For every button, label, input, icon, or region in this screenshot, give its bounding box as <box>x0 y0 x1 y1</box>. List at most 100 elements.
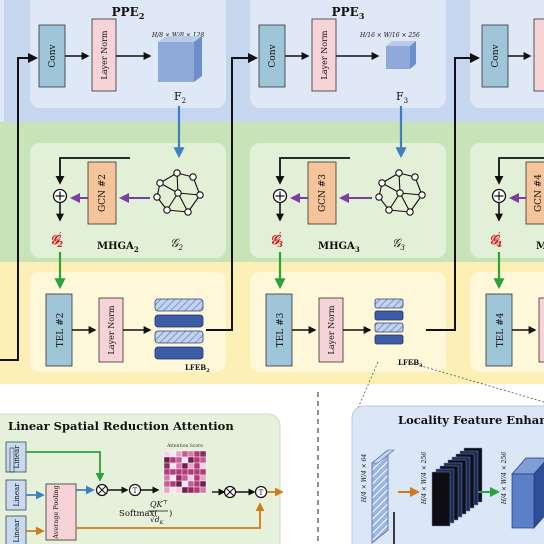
transpose-icon-2 <box>254 485 268 499</box>
zoom-guide-left <box>357 361 379 409</box>
lfe-dims-1: H/4 × W/4 × 64 <box>361 454 368 504</box>
attention-cell <box>187 456 195 464</box>
attention-cell <box>181 462 189 470</box>
attention-cell <box>175 486 183 494</box>
lfeb-feature-stack <box>374 298 404 345</box>
feature-tensor-cube <box>386 41 416 69</box>
average-pooling-label: Average Pooling <box>52 485 60 539</box>
ppe3-title: PPE3 <box>332 5 365 21</box>
layer-norm-block <box>91 18 117 92</box>
mhga4-module: GCN #4 𝒢′4 M <box>489 157 544 252</box>
attention-cell <box>187 486 195 494</box>
updated-graph-label: 𝒢′4 <box>489 230 502 249</box>
attention-cell <box>181 480 189 488</box>
stage2-to-stage3-connector <box>206 53 258 331</box>
attention-cell <box>163 456 171 464</box>
channel-slice <box>431 471 451 527</box>
attention-cell <box>169 480 177 488</box>
attention-cell <box>187 462 195 470</box>
lfe-input-tensor <box>371 449 395 544</box>
ppe3-module: PPE3 Conv Layer Norm H/16 × W/16 × 256 F… <box>258 5 420 105</box>
tel-block <box>265 293 293 367</box>
attention-cell <box>181 474 189 482</box>
conv-label: Conv <box>268 43 278 67</box>
linear-q-label: Linear <box>13 445 21 469</box>
attention-cell <box>175 480 183 488</box>
graph-icon <box>153 169 204 216</box>
ppe1-card-edge <box>0 0 4 122</box>
tel-label: TEL #2 <box>56 313 66 348</box>
svg-text:√dK: √dK <box>150 515 164 526</box>
attention-cell <box>169 450 177 458</box>
gcn-label: GCN #3 <box>318 174 328 212</box>
conv-label: Conv <box>48 43 58 67</box>
attention-cell <box>163 450 171 458</box>
residual-arrow <box>55 157 130 185</box>
mhga-label: MHGA3 <box>318 241 360 254</box>
feature-tensor-cube <box>158 36 202 82</box>
average-pooling-block <box>45 483 77 541</box>
transpose-icon-1 <box>128 483 142 497</box>
feature-label: F2 <box>174 90 186 105</box>
conv-label: Conv <box>491 43 501 67</box>
tel-layer-norm-block <box>98 297 124 363</box>
stage3-to-stage4-connector <box>426 53 480 331</box>
attention-cell <box>187 468 195 476</box>
tel-block <box>485 293 513 367</box>
input-connector <box>0 53 38 361</box>
attention-cell <box>163 474 171 482</box>
attention-cell <box>193 486 201 494</box>
attention-cell <box>193 462 201 470</box>
tensor-dims: H/8 × W/8 × 128 <box>151 32 204 39</box>
attention-cell <box>181 450 189 458</box>
lfe-dims-2: H/4 × W/4 × 256 <box>421 452 428 505</box>
svg-text:): ) <box>169 508 172 519</box>
value-arrow <box>76 502 265 529</box>
linear-q-block <box>5 441 27 473</box>
attention-cell <box>193 474 201 482</box>
lsra-panel: Linear Spatial Reduction Attention Linea… <box>0 413 284 544</box>
attention-cell <box>181 468 189 476</box>
lfe-title: Locality Feature Enhan <box>398 413 544 427</box>
lfe-dims-3: H/4 × W/4 × 256 <box>501 452 508 505</box>
mhga2-module: GCN #2 𝒢′2 MHGA2 𝒢2 <box>50 157 204 254</box>
mhga4-card <box>470 143 544 258</box>
attention-cell <box>175 462 183 470</box>
tel-layer-norm-block <box>318 297 344 363</box>
attention-cell <box>187 480 195 488</box>
conv-block <box>258 24 286 88</box>
graph-icon <box>375 169 426 216</box>
tel-label: TEL #4 <box>496 312 506 347</box>
layer-norm-label: Layer Norm <box>100 30 109 79</box>
tel-layer-norm-label: Layer Norm <box>327 305 336 354</box>
mhga-label: MHGA2 <box>97 241 139 254</box>
attention-cell <box>175 474 183 482</box>
query-arrow <box>26 451 105 482</box>
feature-label: F3 <box>396 90 408 105</box>
attention-cell <box>199 486 207 494</box>
lfe-panel: Locality Feature Enhan H/4 × W/4 × 64 H/… <box>351 405 544 544</box>
layer-norm-label: Layer Norm <box>320 30 329 79</box>
attention-cell <box>175 468 183 476</box>
tensor-dims: H/16 × W/16 × 256 <box>359 32 420 39</box>
attention-cell <box>181 486 189 494</box>
attention-cell <box>181 456 189 464</box>
attention-cell <box>169 456 177 464</box>
gcn-label: GCN #4 <box>534 174 544 212</box>
lfeb-feature-stack <box>154 298 204 360</box>
lsra-card <box>0 413 281 544</box>
attention-cell <box>169 474 177 482</box>
lsra-title: Linear Spatial Reduction Attention <box>8 419 234 433</box>
attention-cell <box>163 480 171 488</box>
graph-label: 𝒢2 <box>170 236 184 252</box>
mhga-label-partial: M <box>536 241 544 252</box>
attention-cell <box>187 450 195 458</box>
linear-k-label: Linear <box>13 483 21 507</box>
attention-cell <box>163 486 171 494</box>
tel-layer-norm-label: Layer Norm <box>107 305 116 354</box>
lfeb3-card <box>250 272 446 372</box>
conv-block <box>38 24 66 88</box>
ppe4-module: Conv <box>481 18 544 92</box>
attention-score-matrix <box>163 450 207 494</box>
tel-label: TEL #3 <box>276 312 286 347</box>
